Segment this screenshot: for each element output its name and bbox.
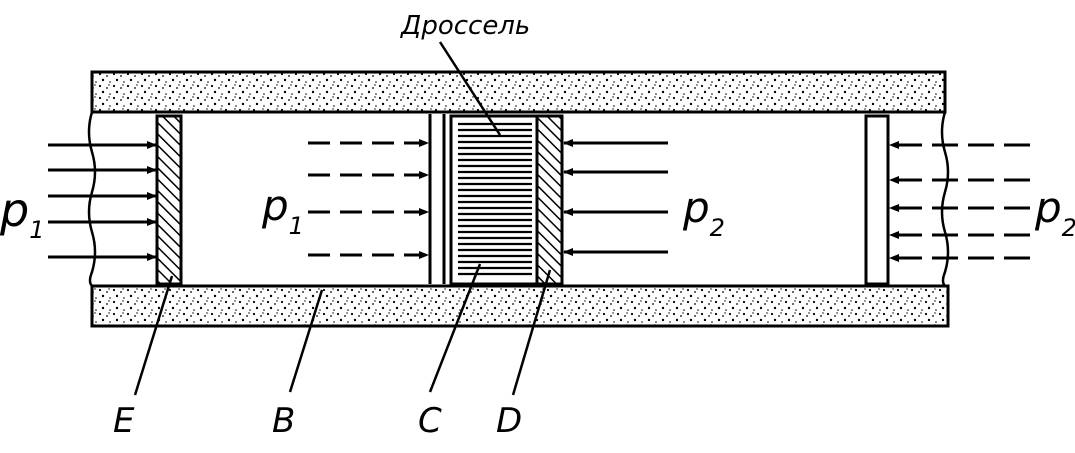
piston-e bbox=[155, 114, 183, 286]
pipe-wall-top bbox=[90, 70, 947, 114]
label-e: E bbox=[113, 401, 135, 441]
label-d: D bbox=[496, 401, 522, 441]
pressure-inner-right-label: p2 bbox=[682, 183, 725, 242]
arrows-left-solid bbox=[48, 141, 157, 261]
throttle-title: Дроссель bbox=[400, 11, 530, 41]
label-b: B bbox=[272, 401, 295, 441]
throttle-plug bbox=[428, 114, 539, 286]
arrows-inner-right-solid bbox=[563, 139, 668, 256]
pressure-inner-left-label: p1 bbox=[261, 181, 304, 240]
arrows-inner-left-dashed bbox=[308, 139, 429, 259]
leader-lines bbox=[133, 41, 552, 396]
pipe-cut-left bbox=[87, 111, 97, 287]
piston-d bbox=[535, 114, 564, 286]
pipe-cut-right bbox=[940, 111, 950, 287]
piston-right bbox=[864, 114, 890, 286]
pipe-wall-bottom bbox=[90, 284, 950, 328]
pressure-left-label: p1 bbox=[0, 183, 44, 244]
pressure-right-label: p2 bbox=[1034, 183, 1075, 242]
arrows-right-dashed bbox=[889, 141, 1030, 262]
label-c: C bbox=[418, 401, 442, 441]
